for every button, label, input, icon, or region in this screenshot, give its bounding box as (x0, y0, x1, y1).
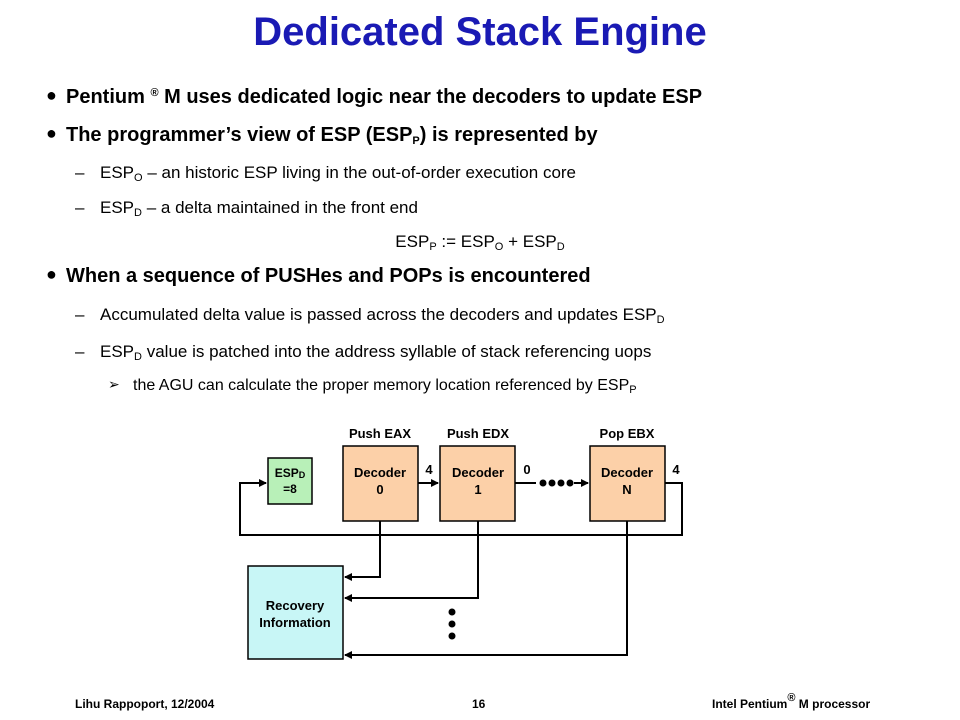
formula-sub-a: P (429, 241, 437, 253)
decoder-n-box (589, 445, 666, 522)
bullet-3-text: When a sequence of PUSHes and POPs is en… (66, 265, 591, 287)
bullet-dot-icon: ● (46, 85, 57, 105)
decoder-1-delta: 0 (523, 462, 530, 477)
sub-bullet-2-sub: D (134, 207, 142, 219)
sub-sub-bullet-sub: P (629, 384, 637, 396)
formula-term-c: + ESP (503, 232, 557, 251)
registered-mark: ® (150, 87, 159, 99)
decoder-0-delta: 4 (425, 462, 433, 477)
esp-d-box (267, 457, 313, 505)
esp-formula: ESPP := ESPO + ESPD (0, 232, 960, 253)
dash-icon: – (75, 198, 85, 217)
footer-page-number: 16 (472, 697, 486, 711)
recovery-arrow-n (344, 521, 628, 659)
recovery-label-1: Recovery (266, 598, 325, 613)
bullet-dot-icon: ● (46, 264, 57, 284)
vertical-ellipsis-icon (448, 608, 456, 640)
recovery-arrow-0 (344, 521, 381, 581)
decoder-0-header: Push EAX (349, 426, 411, 441)
bullet-1-pre: Pentium (66, 86, 151, 108)
sub-bullet-2-post: – a delta maintained in the front end (141, 198, 418, 217)
recovery-info-box (247, 565, 344, 660)
ellipsis-dots-icon (539, 479, 574, 487)
sub-bullet-4-sub: D (134, 351, 142, 363)
decoder-1-label: Decoder (452, 465, 504, 480)
dash-icon: – (75, 163, 85, 182)
stack-engine-diagram: Push EAX Push EDX Pop EBX ESPD =8 Decode… (238, 425, 688, 665)
formula-term-a: ESP (395, 232, 430, 251)
feedback-loop-arrow (239, 479, 683, 536)
esp-d-label: ESPD (275, 466, 306, 480)
decoder-n-delta: 4 (672, 462, 680, 477)
sub-bullet-3-pre: Accumulated delta value is passed across… (100, 305, 657, 324)
footer-registered-mark: ® (787, 692, 796, 704)
sub-bullet-1-sub: O (134, 172, 143, 184)
sub-bullet-3-sub: D (656, 314, 665, 326)
sub-bullet-2-pre: ESP (100, 198, 135, 217)
formula-sub-b: O (494, 241, 504, 253)
recovery-label-2: Information (259, 615, 331, 630)
sub-bullet-4-post: value is patched into the address syllab… (141, 342, 652, 361)
diagram-svg: Push EAX Push EDX Pop EBX ESPD =8 Decode… (239, 426, 683, 660)
sub-bullet-4-pre: ESP (100, 342, 135, 361)
bullet-2-pre: The programmer’s view of ESP (ESP (66, 124, 413, 146)
footer-product-pre: Intel Pentium (712, 697, 788, 711)
dash-icon: – (75, 342, 85, 361)
footer-product: Intel Pentium® M processor (712, 693, 871, 712)
bullet-2-sub: P (412, 135, 420, 147)
decoder-n-label: Decoder (601, 465, 653, 480)
sub-sub-bullet-text: the AGU can calculate the proper memory … (133, 377, 630, 394)
slide-title: Dedicated Stack Engine (253, 10, 707, 54)
formula-sub-c: D (556, 241, 565, 253)
recovery-arrow-1 (344, 521, 479, 602)
esp-d-value: =8 (283, 482, 297, 496)
sub-bullet-1-post: – an historic ESP living in the out-of-o… (142, 163, 577, 182)
decoder-0-index: 0 (376, 482, 383, 497)
arrow-bullet-icon: ➢ (108, 376, 120, 392)
formula-term-b: := ESP (436, 232, 495, 251)
sub-bullet-1-pre: ESP (100, 163, 135, 182)
decoder-1-box (439, 445, 516, 522)
decoder-n-header: Pop EBX (600, 426, 655, 441)
decoder-1-header: Push EDX (447, 426, 509, 441)
bullet-1-post: M uses dedicated logic near the decoders… (158, 86, 703, 108)
decoder-n-index: N (622, 482, 631, 497)
dash-icon: – (75, 305, 85, 324)
footer-product-post: M processor (795, 697, 871, 711)
decoder-0-label: Decoder (354, 465, 406, 480)
footer-author: Lihu Rappoport, 12/2004 (75, 697, 215, 711)
bullet-dot-icon: ● (46, 123, 57, 143)
bullet-2-post: ) is represented by (419, 124, 598, 146)
decoder-1-index: 1 (474, 482, 481, 497)
